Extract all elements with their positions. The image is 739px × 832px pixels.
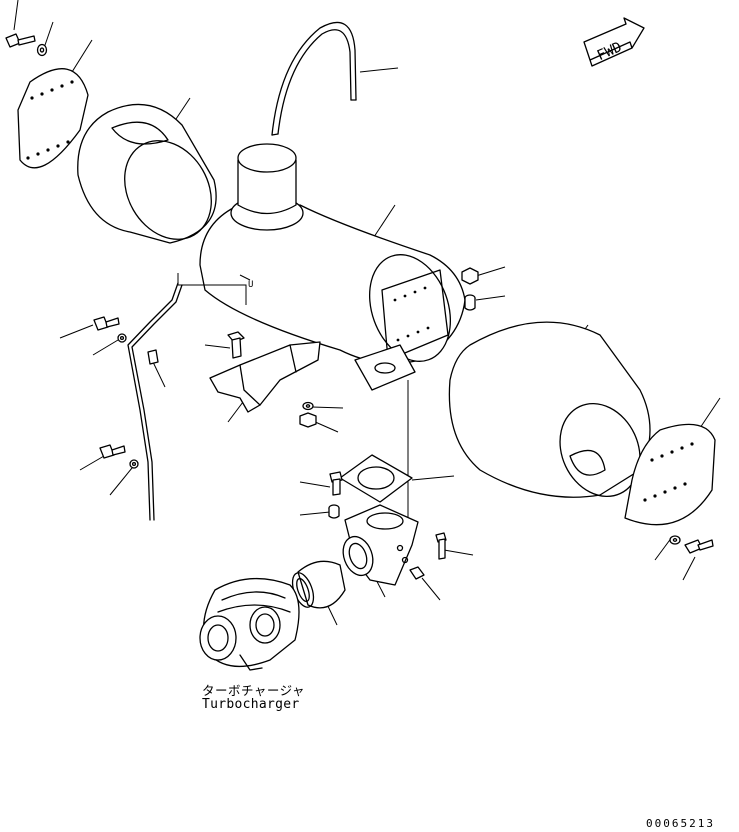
turbocharger-caption-english: Turbocharger xyxy=(202,697,300,712)
washer-left-upper xyxy=(117,333,127,343)
elbow-plug xyxy=(409,566,425,580)
gasket-bolt xyxy=(329,471,343,496)
bracket-bolt xyxy=(227,331,245,359)
spacer-left xyxy=(147,349,159,365)
right-end-cover-holes xyxy=(643,442,694,502)
right-washer xyxy=(669,535,681,545)
top-left-bolt xyxy=(5,33,36,48)
washer-left-lower xyxy=(129,459,139,469)
right-heat-shield xyxy=(448,321,651,498)
bolt-left-upper xyxy=(93,316,120,331)
left-heat-shield xyxy=(77,103,217,244)
exhaust-elbow xyxy=(342,504,419,586)
nut-right-upper xyxy=(461,267,479,285)
reference-code: 00065213 xyxy=(646,817,715,830)
tail-pipe xyxy=(271,21,357,136)
right-end-cover-plate xyxy=(624,423,716,526)
elbow-bolt xyxy=(435,532,447,560)
washer-mid xyxy=(302,401,314,411)
left-end-cover-holes xyxy=(26,80,74,160)
nut-mid xyxy=(299,412,317,428)
assembly-line-left xyxy=(177,273,247,305)
support-rod xyxy=(127,282,183,521)
top-left-washer xyxy=(36,43,48,57)
svg-text:U: U xyxy=(248,280,253,290)
mounting-bracket xyxy=(209,341,321,413)
left-end-cover-plate xyxy=(17,68,89,169)
connector-sleeve xyxy=(291,560,346,609)
muffler-body: U xyxy=(199,143,466,391)
gasket-spacer xyxy=(328,504,340,519)
turbocharger-caption-japanese: ターボチャージャ xyxy=(202,683,306,698)
forward-direction-arrow-icon: FWD xyxy=(583,17,645,67)
muffler-end-holes xyxy=(393,286,430,342)
gasket xyxy=(339,454,413,503)
spacer-right xyxy=(464,294,476,311)
leader-lines xyxy=(13,0,721,626)
turbocharger xyxy=(199,577,300,671)
bolt-left-lower xyxy=(99,444,126,459)
right-bolt xyxy=(684,539,714,554)
